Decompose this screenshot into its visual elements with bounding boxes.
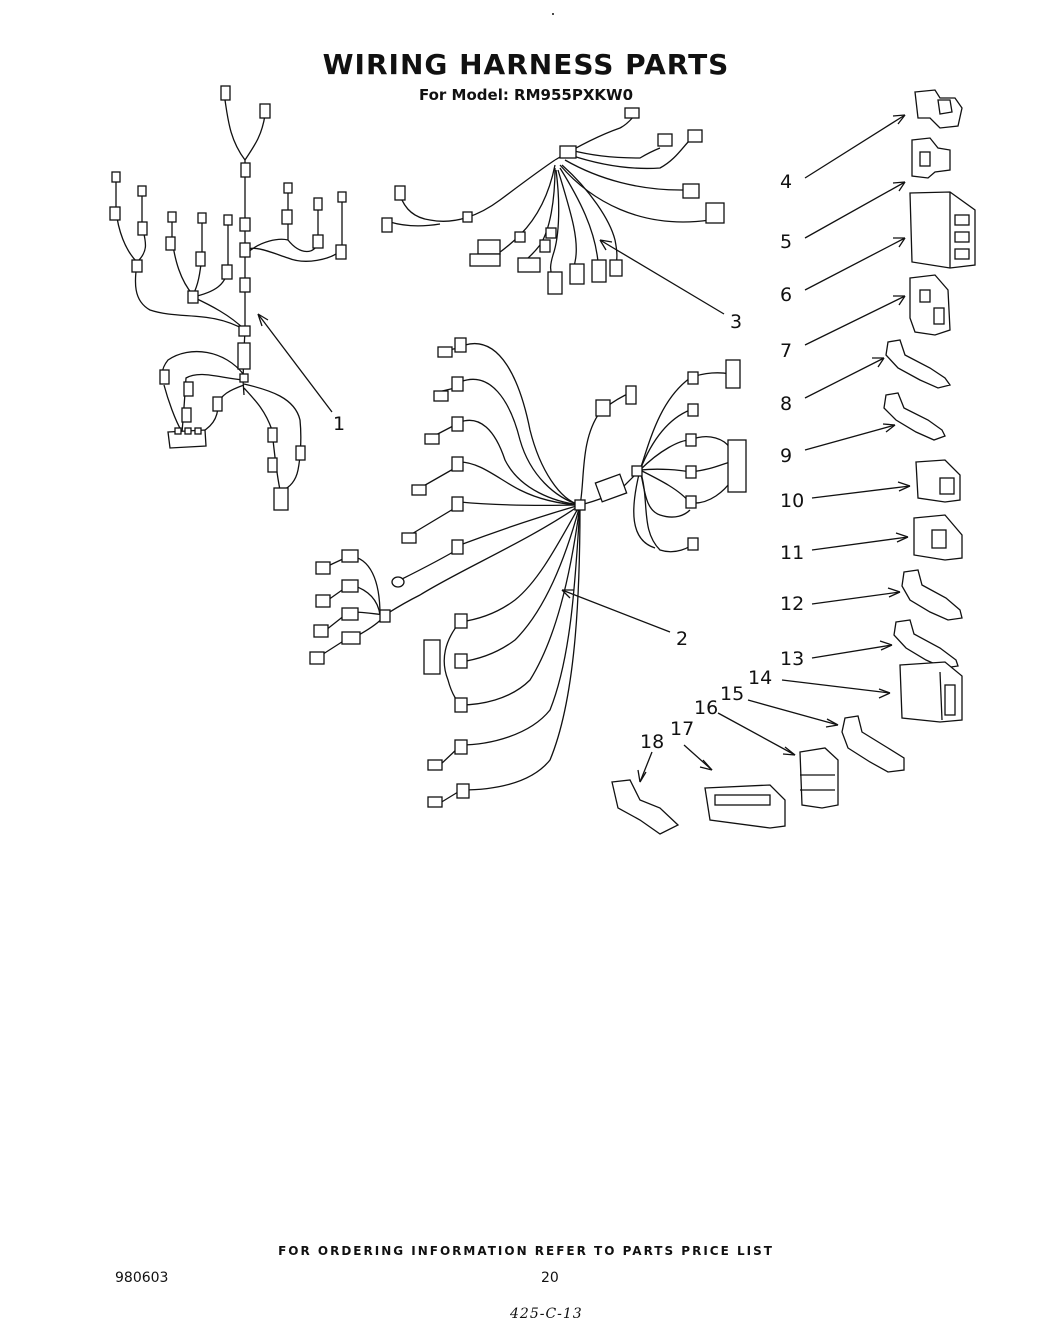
callout-7: 7 (780, 340, 792, 362)
callout-15: 15 (720, 683, 744, 705)
harness-2-connectors (309, 337, 747, 808)
ordering-info-footer: FOR ORDERING INFORMATION REFER TO PARTS … (278, 1244, 774, 1258)
harness-1-connectors (109, 85, 347, 511)
callout-12: 12 (780, 593, 804, 615)
page-title: WIRING HARNESS PARTS (322, 48, 730, 81)
callout-8: 8 (780, 393, 792, 415)
harness-3-connectors (381, 107, 725, 295)
callout-13: 13 (780, 648, 804, 670)
callout-labels: 1 2 3 4 5 6 7 8 9 10 11 12 13 14 15 16 1… (333, 171, 804, 753)
callout-2: 2 (676, 628, 688, 650)
page-number: 20 (541, 1270, 559, 1286)
callout-1: 1 (333, 413, 345, 435)
scan-speck (552, 13, 554, 15)
callout-17: 17 (670, 718, 694, 740)
callout-11: 11 (780, 542, 804, 564)
harness-1 (115, 99, 343, 491)
callout-6: 6 (780, 284, 792, 306)
callout-10: 10 (780, 490, 804, 512)
callout-18: 18 (640, 731, 664, 753)
callout-16: 16 (694, 697, 718, 719)
callout-14: 14 (748, 667, 772, 689)
handwritten-note: 425-C-13 (510, 1306, 583, 1322)
individual-parts (611, 89, 976, 835)
callout-3: 3 (730, 311, 742, 333)
leader-lines (257, 114, 911, 783)
document-number: 980603 (115, 1270, 169, 1286)
callout-4: 4 (780, 171, 792, 193)
callout-9: 9 (780, 445, 792, 467)
callout-5: 5 (780, 231, 792, 253)
model-subtitle: For Model: RM955PXKW0 (418, 86, 634, 104)
